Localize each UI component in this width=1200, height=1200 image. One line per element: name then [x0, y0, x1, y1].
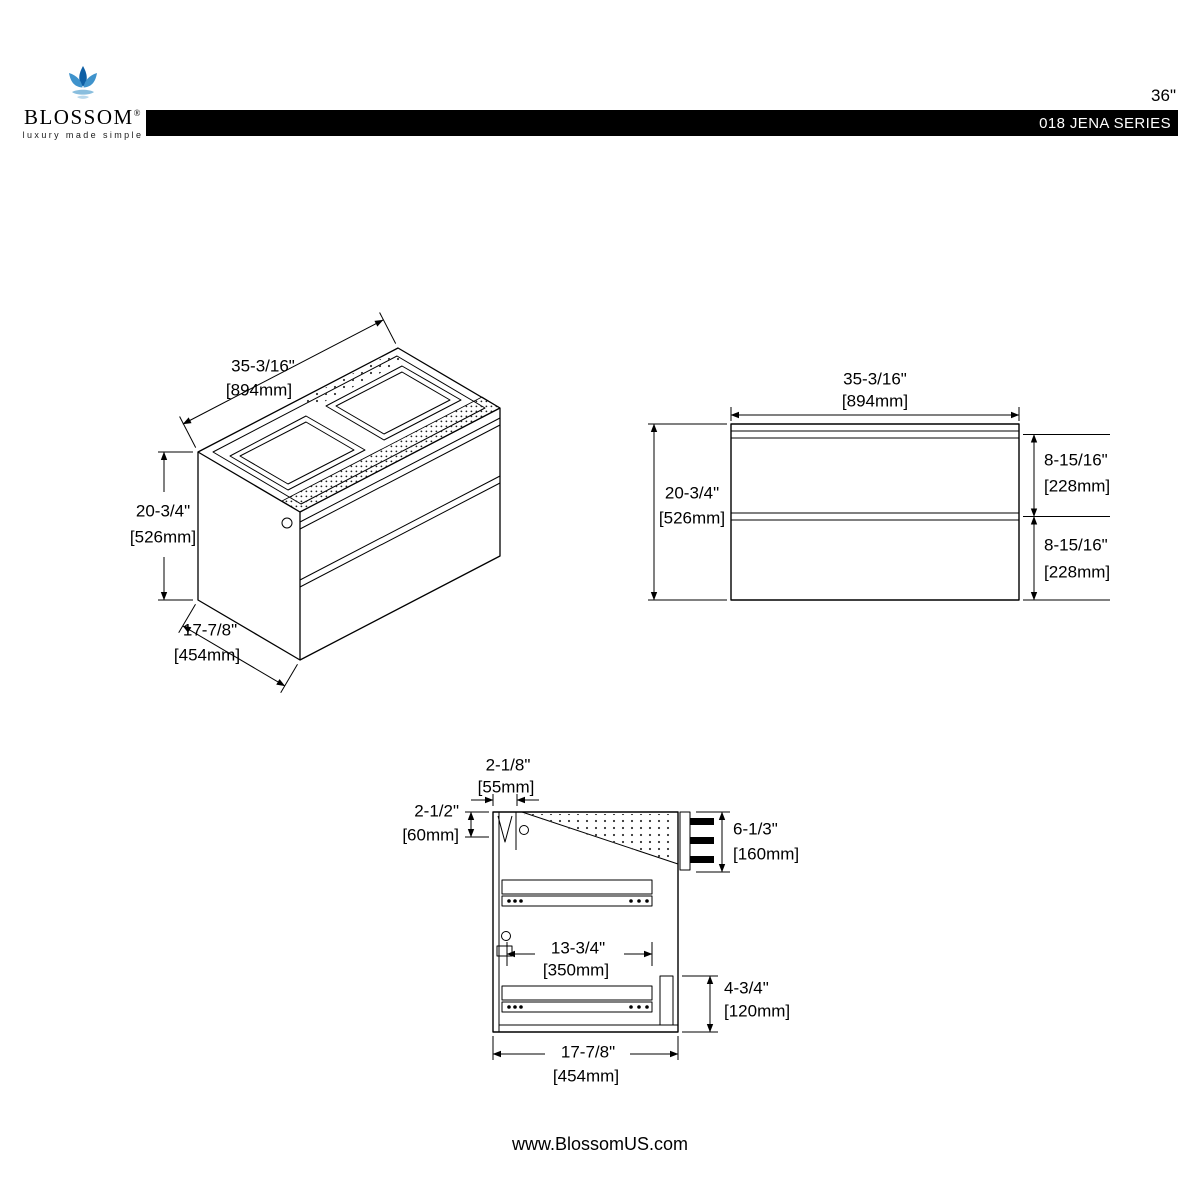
iso-height-label-in: 20-3/4" — [135, 501, 191, 521]
front-height-label-mm: [526mm] — [658, 508, 726, 528]
brand-tagline: luxury made simple — [22, 130, 144, 140]
side-panel-hole — [282, 518, 292, 528]
series-bar: 018 JENA SERIES — [146, 110, 1178, 136]
isometric-view — [158, 313, 500, 693]
back-panel-holes-side — [524, 814, 674, 863]
front-width-label-in: 35-3/16" — [843, 369, 907, 389]
drawer-slide-upper — [502, 880, 652, 906]
front-rim-hatch — [282, 397, 500, 512]
side-slide-label-in: 13-3/4" — [550, 938, 606, 958]
drawer-front-profile — [660, 976, 673, 1025]
front-drawer1-label-in: 8-15/16" — [1044, 450, 1108, 470]
front-drawer1-label-mm: [228mm] — [1044, 476, 1111, 496]
iso-height-label-mm: [526mm] — [129, 527, 197, 547]
front-drawer2-label-mm: [228mm] — [1044, 562, 1111, 582]
side-bottom-gap-label-mm: [120mm] — [724, 1001, 791, 1021]
brand-name: BLOSSOM® — [23, 105, 143, 129]
front-view — [648, 407, 1110, 600]
blossom-flower-icon — [69, 66, 97, 99]
side-top-gap-label-in: 2-1/2" — [414, 801, 459, 821]
drawer-slide-lower — [502, 986, 652, 1012]
iso-depth-label-mm: [454mm] — [173, 645, 241, 665]
wall-mounting-bracket — [680, 812, 714, 870]
cabinet-side-outline — [493, 812, 678, 1032]
side-view — [465, 794, 730, 1060]
website-text: www.BlossomUS.com — [511, 1134, 689, 1154]
front-height-label-in: 20-3/4" — [664, 483, 720, 503]
side-bracket-label-mm: [160mm] — [733, 844, 800, 864]
iso-dimension-lines — [158, 313, 396, 693]
side-depth-label-in: 17-7/8" — [560, 1042, 616, 1062]
footer: www.BlossomUS.com — [0, 1134, 1200, 1155]
side-top-gap-label-mm: [60mm] — [402, 825, 459, 845]
side-front-rail-label-mm: [55mm] — [477, 777, 535, 797]
front-dimension-lines — [648, 407, 1110, 600]
side-dimension-lines — [465, 794, 730, 1060]
front-width-label-mm: [894mm] — [841, 391, 909, 411]
side-bottom-gap-label-in: 4-3/4" — [724, 978, 769, 998]
size-label: 36" — [1151, 86, 1176, 105]
back-panel-holes — [300, 352, 406, 408]
side-bracket-label-in: 6-1/3" — [733, 819, 778, 839]
series-title: 018 JENA SERIES — [1039, 114, 1171, 132]
basin-opening-left — [230, 416, 365, 490]
side-depth-label-mm: [454mm] — [552, 1066, 620, 1086]
side-front-rail-label-in: 2-1/8" — [485, 755, 531, 775]
registered-mark: ® — [133, 108, 143, 118]
iso-width-label-in: 35-3/16" — [231, 356, 295, 376]
iso-depth-label-in: 17-7/8" — [182, 620, 238, 640]
iso-width-label-mm: [894mm] — [225, 380, 293, 400]
front-drawer2-label-in: 8-15/16" — [1044, 535, 1108, 555]
cabinet-front-outline — [731, 424, 1019, 600]
side-slide-label-mm: [350mm] — [542, 960, 610, 980]
blossom-logo: BLOSSOM® luxury made simple — [20, 64, 146, 140]
